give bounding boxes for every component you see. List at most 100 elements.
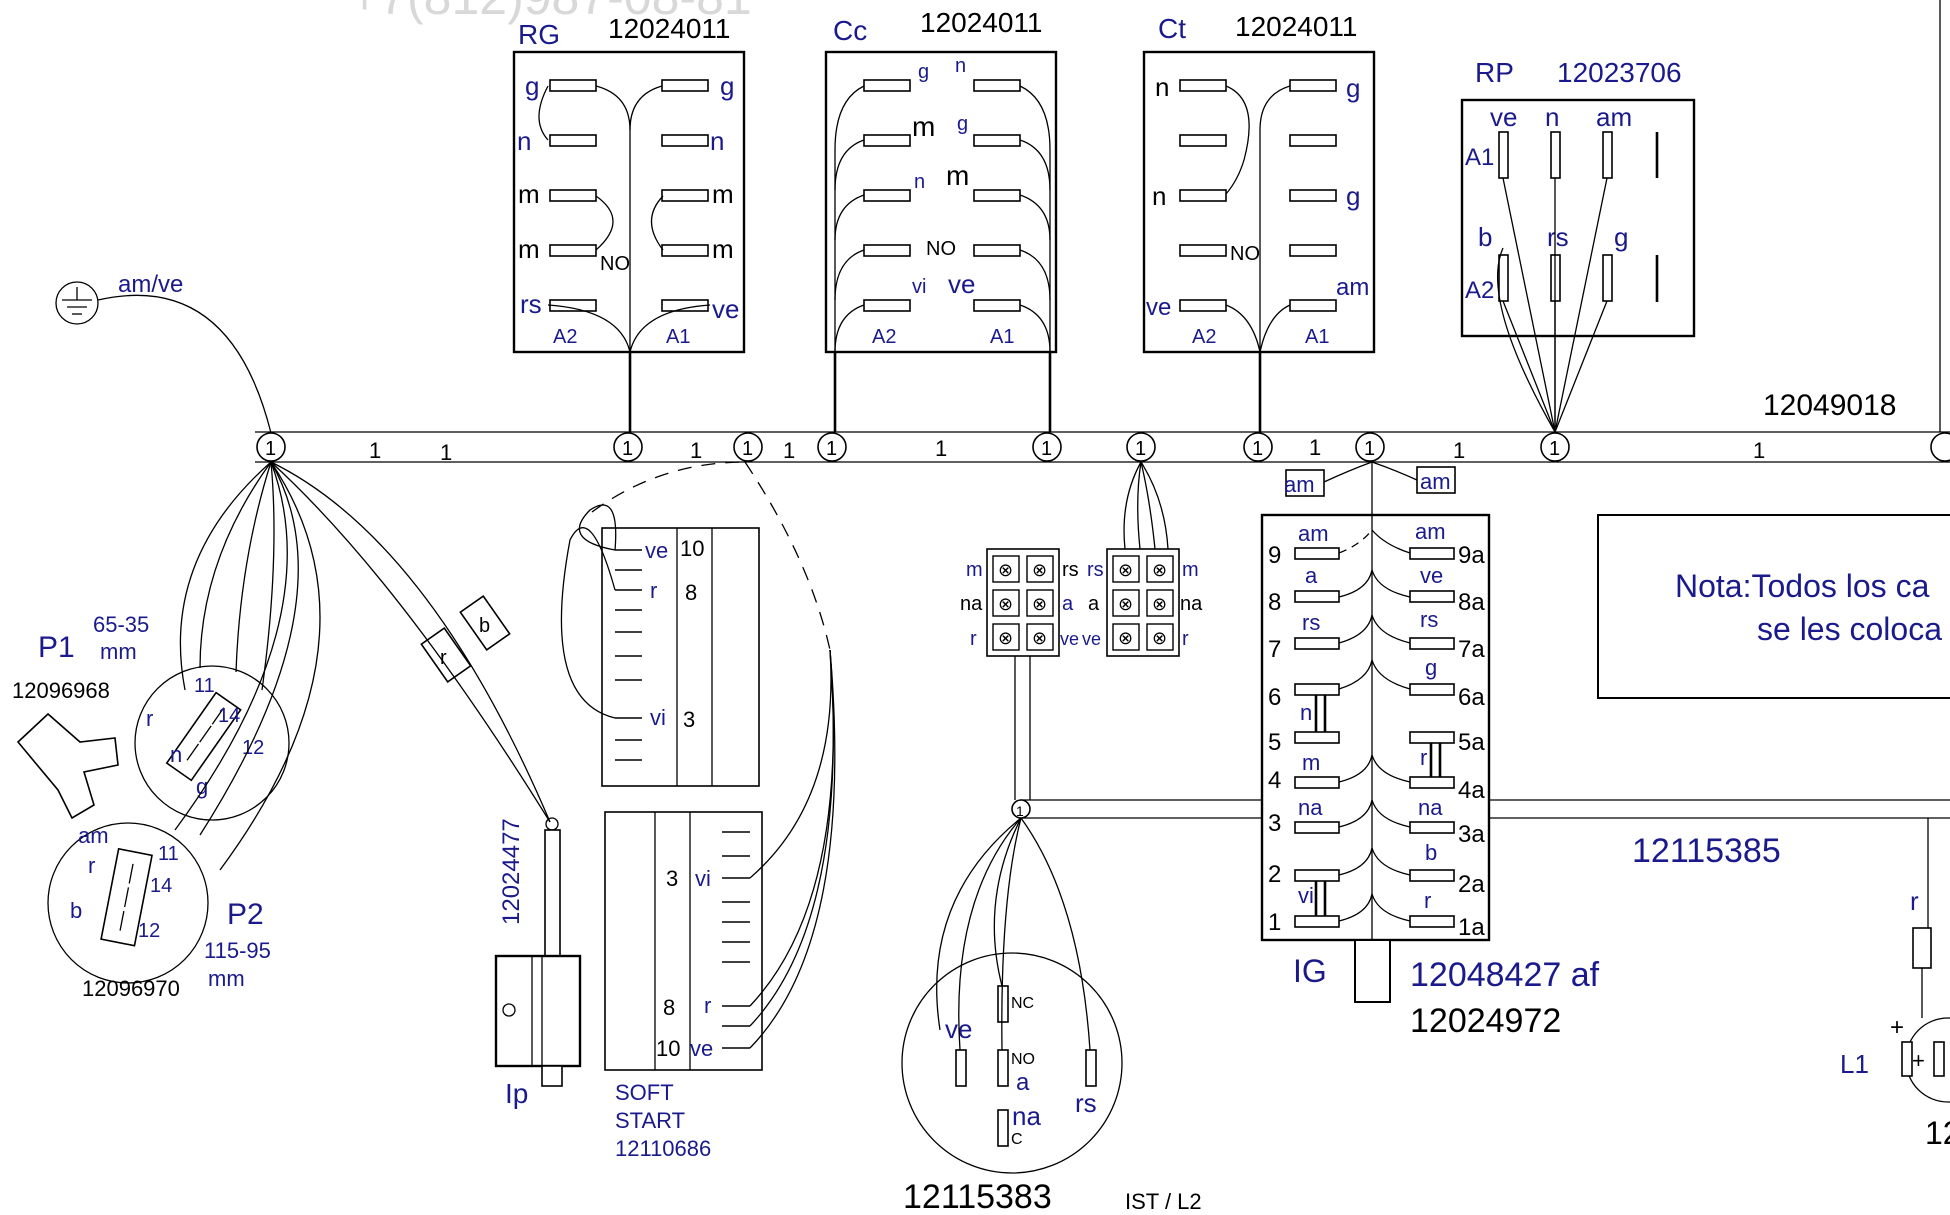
bus-labels: 1 1 1 1 1 1 1 1 <box>369 435 1765 465</box>
svg-text:1: 1 <box>622 438 633 460</box>
svg-text:am: am <box>1284 472 1315 497</box>
svg-text:mm: mm <box>208 966 245 991</box>
svg-text:b: b <box>479 615 490 637</box>
svg-text:12: 12 <box>242 737 264 759</box>
svg-text:3: 3 <box>1268 810 1281 837</box>
ground-wire-label: am/ve <box>118 271 183 298</box>
svg-text:n: n <box>1300 700 1312 725</box>
svg-text:⊗: ⊗ <box>1152 594 1167 614</box>
svg-text:1: 1 <box>1309 435 1321 460</box>
svg-text:ve: ve <box>1420 563 1443 588</box>
svg-text:mm: mm <box>100 639 137 664</box>
svg-text:ve: ve <box>1490 102 1517 132</box>
pressostat-wires <box>174 461 321 871</box>
svg-text:rs: rs <box>1087 559 1104 581</box>
svg-text:12024477: 12024477 <box>498 818 525 925</box>
svg-text:m: m <box>712 179 734 209</box>
svg-text:A2: A2 <box>553 326 577 348</box>
svg-text:1: 1 <box>1135 438 1146 460</box>
svg-text:m: m <box>712 234 734 264</box>
main-bus <box>255 431 1950 463</box>
svg-text:3: 3 <box>666 866 678 891</box>
svg-text:n: n <box>1155 72 1169 102</box>
svg-text:g: g <box>918 61 929 83</box>
svg-text:1: 1 <box>1364 438 1375 460</box>
svg-text:C: C <box>1011 1131 1023 1148</box>
svg-text:r: r <box>1420 745 1427 770</box>
ig-block: am am 9 8 7 6 5 4 3 2 1 am <box>1260 461 1600 1040</box>
svg-text:3a: 3a <box>1458 821 1485 848</box>
svg-text:1: 1 <box>369 438 381 463</box>
svg-text:4a: 4a <box>1458 777 1485 804</box>
svg-text:1: 1 <box>1041 438 1052 460</box>
svg-text:6: 6 <box>1268 684 1281 711</box>
bus-node: 1 <box>817 432 847 462</box>
svg-text:5a: 5a <box>1458 729 1485 756</box>
svg-text:⊗: ⊗ <box>1032 594 1047 614</box>
svg-text:ve: ve <box>948 269 975 299</box>
svg-text:r: r <box>1424 888 1431 913</box>
svg-text:ve: ve <box>690 1036 713 1061</box>
svg-text:ve: ve <box>1060 629 1079 649</box>
svg-text:NO: NO <box>926 238 956 260</box>
bus-node: 1 <box>613 432 643 462</box>
pressure-hose <box>16 712 119 820</box>
svg-text:12023706: 12023706 <box>1557 57 1682 88</box>
svg-text:m: m <box>966 559 983 581</box>
svg-text:m: m <box>912 111 935 142</box>
bus-node <box>1930 432 1950 462</box>
svg-text:8: 8 <box>1268 589 1281 616</box>
svg-text:ve: ve <box>1146 294 1171 321</box>
svg-text:ve: ve <box>712 294 739 324</box>
svg-text:8a: 8a <box>1458 589 1485 616</box>
svg-text:2a: 2a <box>1458 871 1485 898</box>
svg-text:P1: P1 <box>38 631 75 664</box>
svg-text:IST / L2: IST / L2 <box>1125 1189 1202 1214</box>
svg-text:+: + <box>1912 1048 1925 1073</box>
svg-text:m: m <box>1182 559 1199 581</box>
bus-node: 1 <box>256 432 286 462</box>
svg-text:8: 8 <box>685 580 697 605</box>
svg-text:rs: rs <box>1075 1088 1097 1118</box>
svg-text:g: g <box>196 774 208 799</box>
watermark: +7(812)987-08-81 <box>350 0 752 25</box>
svg-text:r: r <box>146 706 153 731</box>
svg-text:1: 1 <box>690 438 702 463</box>
svg-text:12115383: 12115383 <box>903 1178 1052 1215</box>
svg-text:12: 12 <box>138 920 160 942</box>
svg-text:12024011: 12024011 <box>920 7 1043 38</box>
svg-text:9a: 9a <box>1458 542 1485 569</box>
bus-node: 1 <box>1540 432 1570 462</box>
svg-text:2: 2 <box>1268 861 1281 888</box>
svg-text:10: 10 <box>680 536 704 561</box>
svg-text:A1: A1 <box>1465 144 1494 171</box>
svg-text:na: na <box>1012 1101 1041 1131</box>
harness-number: 12049018 <box>1763 389 1896 422</box>
svg-text:⊗: ⊗ <box>1118 560 1133 580</box>
svg-text:1: 1 <box>742 438 753 460</box>
svg-text:1: 1 <box>1549 438 1560 460</box>
svg-text:SOFT: SOFT <box>615 1080 674 1105</box>
svg-text:vi: vi <box>695 866 711 891</box>
svg-text:6a: 6a <box>1458 684 1485 711</box>
svg-text:4: 4 <box>1268 767 1281 794</box>
svg-text:⊗: ⊗ <box>998 628 1013 648</box>
svg-text:P2: P2 <box>227 898 264 931</box>
svg-text:Nota:Todos los ca: Nota:Todos los ca <box>1675 568 1930 604</box>
svg-text:⊗: ⊗ <box>1152 560 1167 580</box>
svg-text:12096970: 12096970 <box>82 976 180 1001</box>
svg-text:am: am <box>1298 521 1329 546</box>
svg-text:n: n <box>1545 102 1559 132</box>
svg-text:A2: A2 <box>1192 326 1216 348</box>
relay-rg: RG 12024011 g n m m rs g n m m ve NO A2 … <box>512 13 746 354</box>
svg-text:m: m <box>518 179 540 209</box>
svg-text:ve: ve <box>1082 629 1101 649</box>
svg-text:am: am <box>1420 469 1451 494</box>
svg-text:na: na <box>1298 795 1323 820</box>
svg-text:Ct: Ct <box>1158 13 1186 44</box>
svg-text:r: r <box>88 853 95 878</box>
svg-text:10: 10 <box>656 1036 680 1061</box>
svg-text:ve: ve <box>645 538 668 563</box>
svg-text:se les coloca: se les coloca <box>1757 611 1942 647</box>
svg-text:n: n <box>170 742 182 767</box>
